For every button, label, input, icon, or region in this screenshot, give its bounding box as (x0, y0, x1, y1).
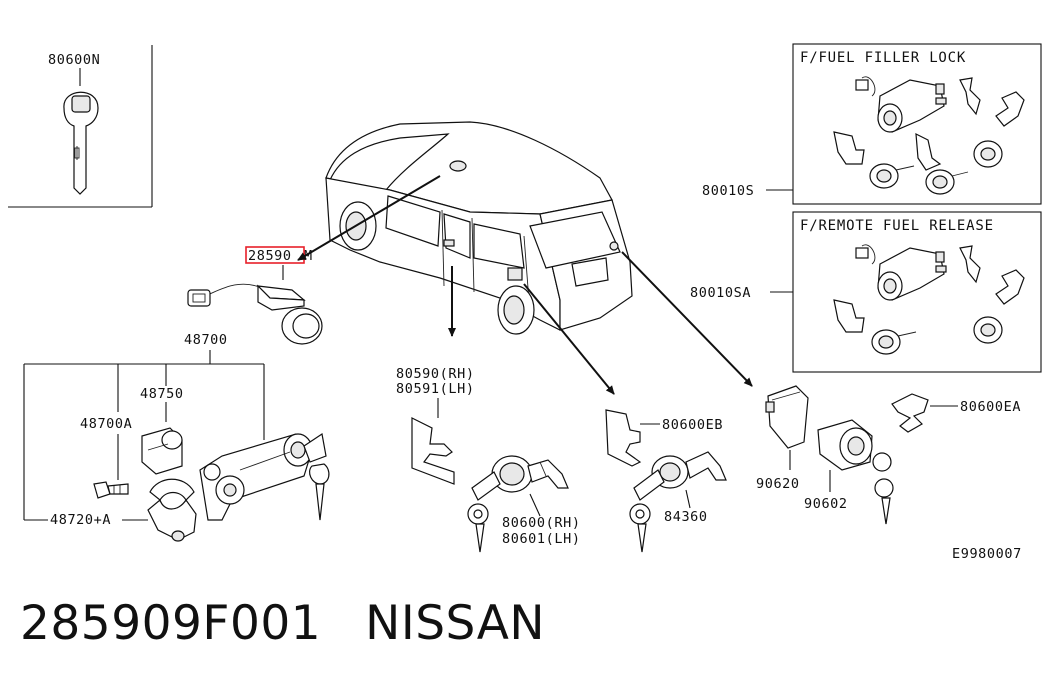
diagram-code: E9980007 (952, 546, 1022, 562)
door-lock-retainer-icon[interactable] (411, 417, 455, 485)
back-door-lock-group: 80600EB 84360 (605, 409, 727, 553)
ignition-switch-icon[interactable] (141, 427, 183, 475)
footer-part-number: 285909F001 (20, 596, 322, 651)
label-80600eb: 80600EB (662, 417, 723, 433)
callout-arrows (297, 175, 753, 395)
ignition-lock-group: 48700 48750 48700A 48720+A (23, 332, 330, 542)
ignition-cylinder-icon[interactable] (199, 433, 313, 521)
tailgate-key-icon[interactable] (872, 452, 894, 525)
door-lock-cylinder-icon[interactable] (491, 455, 569, 493)
back-door-key-icon[interactable] (629, 469, 665, 553)
label-48720a: 48720+A (50, 512, 111, 528)
door-key-icon[interactable] (467, 471, 501, 553)
label-84360: 84360 (664, 509, 708, 525)
label-80601-lh: 80601(LH) (502, 531, 581, 547)
label-80010s: 80010S (702, 183, 754, 199)
highlight-suffix-text: M (304, 248, 313, 264)
van-vehicle-illustration (325, 121, 633, 335)
label-80010sa: 80010SA (690, 285, 751, 301)
label-80600-rh: 80600(RH) (502, 515, 581, 531)
back-door-cylinder-icon[interactable] (651, 451, 727, 489)
back-door-retainer-icon[interactable] (605, 409, 642, 467)
tailgate-cylinder-icon[interactable] (817, 419, 873, 471)
highlight-code-text: 28590 (248, 248, 292, 264)
fuel-filler-parts-icon[interactable] (833, 76, 1025, 195)
tailgate-retainer-icon[interactable] (891, 393, 929, 433)
ignition-key-icon[interactable] (303, 432, 330, 521)
tailgate-lock-group: 90620 90602 80600EA (756, 385, 1021, 525)
bolt-icon[interactable] (93, 481, 129, 499)
key-80600n-group: 80600N (8, 45, 153, 208)
label-48700: 48700 (184, 332, 228, 348)
steering-lock-clamp-icon[interactable] (147, 478, 197, 542)
remote-fuel-release-box: F/REMOTE FUEL RELEASE 80010SA (690, 211, 1042, 373)
remote-fuel-parts-icon[interactable] (833, 244, 1025, 355)
label-90620: 90620 (756, 476, 800, 492)
label-80600ea: 80600EA (960, 399, 1021, 415)
label-80600n: 80600N (48, 52, 100, 68)
fuel-filler-lock-box: F/FUEL FILLER LOCK 80010S (702, 43, 1042, 205)
label-48750: 48750 (140, 386, 184, 402)
label-48700a: 48700A (80, 416, 132, 432)
label-80590-rh: 80590(RH) (396, 366, 475, 382)
front-door-lock-group: 80590(RH) 80591(LH) 80600(RH) 80601(LH) (396, 366, 581, 553)
fuel-filler-box-title: F/FUEL FILLER LOCK (800, 50, 966, 66)
label-80591-lh: 80591(LH) (396, 381, 475, 397)
part-caption: 285909F001 NISSAN (20, 596, 545, 666)
part-28590m-label[interactable]: 28590 M (245, 246, 313, 264)
label-90602: 90602 (804, 496, 848, 512)
ignition-key-ring-illumination-icon[interactable] (187, 283, 323, 345)
remote-fuel-box-title: F/REMOTE FUEL RELEASE (800, 218, 994, 234)
tailgate-bracket-icon[interactable] (765, 385, 809, 449)
master-key-icon[interactable] (63, 91, 99, 195)
footer-brand: NISSAN (365, 596, 546, 651)
